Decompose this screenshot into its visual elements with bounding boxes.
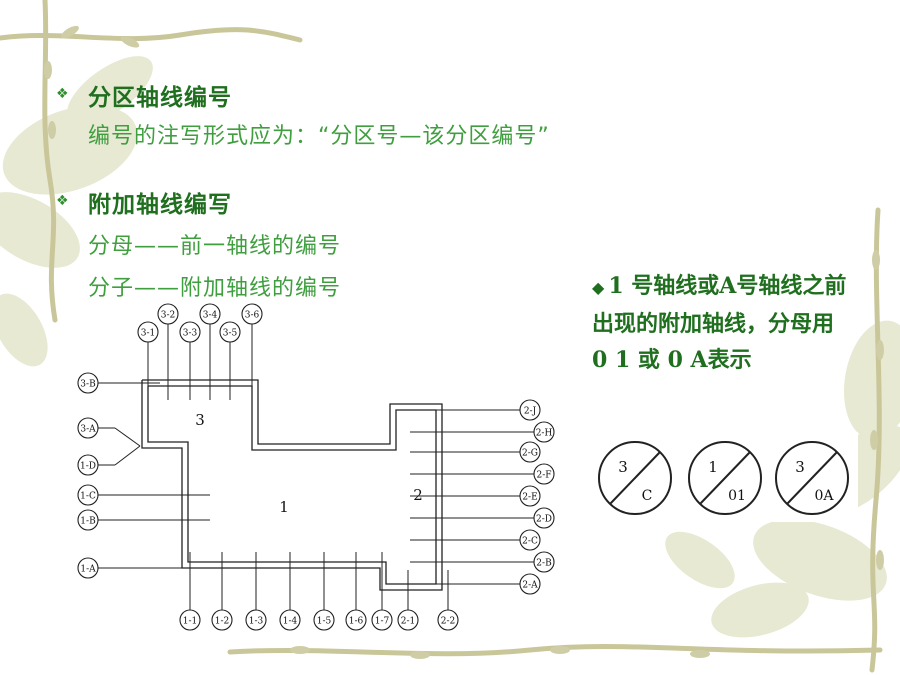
axis-bubble <box>77 509 99 531</box>
attached-axis-denominator: C <box>642 488 653 504</box>
axis-bubble <box>313 609 335 631</box>
axis-bubble <box>519 485 541 507</box>
axis-bubble <box>533 421 555 443</box>
attached-axis-numerator: 3 <box>795 458 805 476</box>
axis-bubble-label: 2-1 <box>401 617 416 627</box>
axis-bubble-label: 1-7 <box>375 617 390 627</box>
axis-bubble <box>77 484 99 506</box>
axis-bubble-label: 3-6 <box>245 311 260 321</box>
attached-axis-slash <box>786 451 838 505</box>
axis-bubble-label: 1-4 <box>283 617 298 627</box>
axis-bubble-label: 3-A <box>80 425 96 435</box>
section1-title: 分区轴线编号 <box>88 85 232 111</box>
axis-line <box>114 427 141 447</box>
section1-body: 编号的注写形式应为：“分区号—该分区编号” <box>88 124 550 149</box>
axis-bubble <box>519 399 541 421</box>
axis-bubble <box>279 609 301 631</box>
zone-label: 3 <box>195 411 205 429</box>
section2-title: 附加轴线编写 <box>88 192 232 218</box>
section1-bullet-icon: ❖ <box>56 86 69 102</box>
axis-bubble-label: 3-4 <box>203 311 218 321</box>
axis-bubble <box>241 303 263 325</box>
attached-axis-denominator: 0A <box>814 488 834 504</box>
attached-axis-numerator: 3 <box>618 458 628 476</box>
axis-bubble-label: 1-3 <box>249 617 264 627</box>
axis-bubble-label: 2-B <box>536 559 552 569</box>
axis-bubble <box>77 417 99 439</box>
axis-bubble <box>77 557 99 579</box>
axis-bubble <box>137 321 159 343</box>
attached-axis-slash <box>609 451 661 505</box>
axis-bubble <box>397 609 419 631</box>
zone-axis-plan: 3 1 2 3-1 3-2 3-3 3-4 3-5 3-6 3-B 3-A 1-D 1-C 1-B 1-A 2… <box>77 303 555 631</box>
axis-bubble-label: 1-B <box>80 517 96 527</box>
axis-bubble-label: 2-J <box>524 407 537 417</box>
axis-bubble <box>211 609 233 631</box>
wall-inner <box>147 385 437 585</box>
attached-axis-denominator: 01 <box>728 488 746 504</box>
axis-bubble-label: 2-H <box>536 429 553 439</box>
section2-bullet-icon: ❖ <box>56 193 69 209</box>
axis-bubble <box>519 529 541 551</box>
attached-axis-numerator: 1 <box>708 458 718 476</box>
axis-bubble-label: 2-E <box>522 493 537 503</box>
axis-bubble-label: 3-1 <box>141 329 156 339</box>
axis-bubble <box>533 551 555 573</box>
wall-outer <box>141 379 443 591</box>
axis-bubble <box>437 609 459 631</box>
axis-bubble <box>77 372 99 394</box>
axis-bubble-label: 3-2 <box>161 311 176 321</box>
axis-bubble <box>77 454 99 476</box>
axis-bubble-label: 1-A <box>80 565 96 575</box>
axis-bubble <box>219 321 241 343</box>
section2-line2: 分子——附加轴线的编号 <box>88 276 342 301</box>
axis-bubble <box>345 609 367 631</box>
axis-bubble-label: 3-3 <box>183 329 198 339</box>
axis-bubble-label: 1-6 <box>349 617 364 627</box>
axis-bubble <box>245 609 267 631</box>
axis-bubble-label: 3-B <box>80 380 96 390</box>
axis-bubble-label: 3-5 <box>223 329 238 339</box>
axis-bubble-label: 1-1 <box>183 617 198 627</box>
axis-bubble-label: 2-D <box>536 515 552 525</box>
axis-bubble-label: 1-D <box>80 462 96 472</box>
axis-bubble-label: 2-2 <box>441 617 456 627</box>
axis-bubble <box>519 441 541 463</box>
axis-bubble-label: 1-5 <box>317 617 332 627</box>
axis-bubble <box>533 463 555 485</box>
axis-bubble <box>371 609 393 631</box>
axis-bubble <box>179 321 201 343</box>
axis-bubble <box>199 303 221 325</box>
attached-axis-slash <box>699 451 751 505</box>
section2-line1: 分母——前一轴线的编号 <box>88 234 342 259</box>
axis-bubble-label: 2-A <box>522 581 538 591</box>
axis-bubble-label: 2-C <box>522 537 538 547</box>
axis-bubble-label: 1-2 <box>215 617 230 627</box>
note-text: 1 号轴线或A号轴线之前出现的附加轴线，分母用 0 1 或 0 A表示 <box>592 273 847 373</box>
axis-bubble <box>157 303 179 325</box>
axis-bubble <box>519 573 541 595</box>
zone-label: 2 <box>413 486 423 504</box>
axis-bubble-label: 2-G <box>522 449 538 459</box>
axis-bubble-label: 2-F <box>536 471 551 481</box>
note-text-block: ◆1 号轴线或A号轴线之前出现的附加轴线，分母用 0 1 或 0 A表示 <box>592 268 852 378</box>
zone-label: 1 <box>279 498 289 516</box>
axis-bubble <box>179 609 201 631</box>
note-bullet-icon: ◆ <box>592 278 605 297</box>
axis-bubble <box>533 507 555 529</box>
axis-bubble-label: 1-C <box>80 492 96 502</box>
axis-line <box>114 445 141 466</box>
